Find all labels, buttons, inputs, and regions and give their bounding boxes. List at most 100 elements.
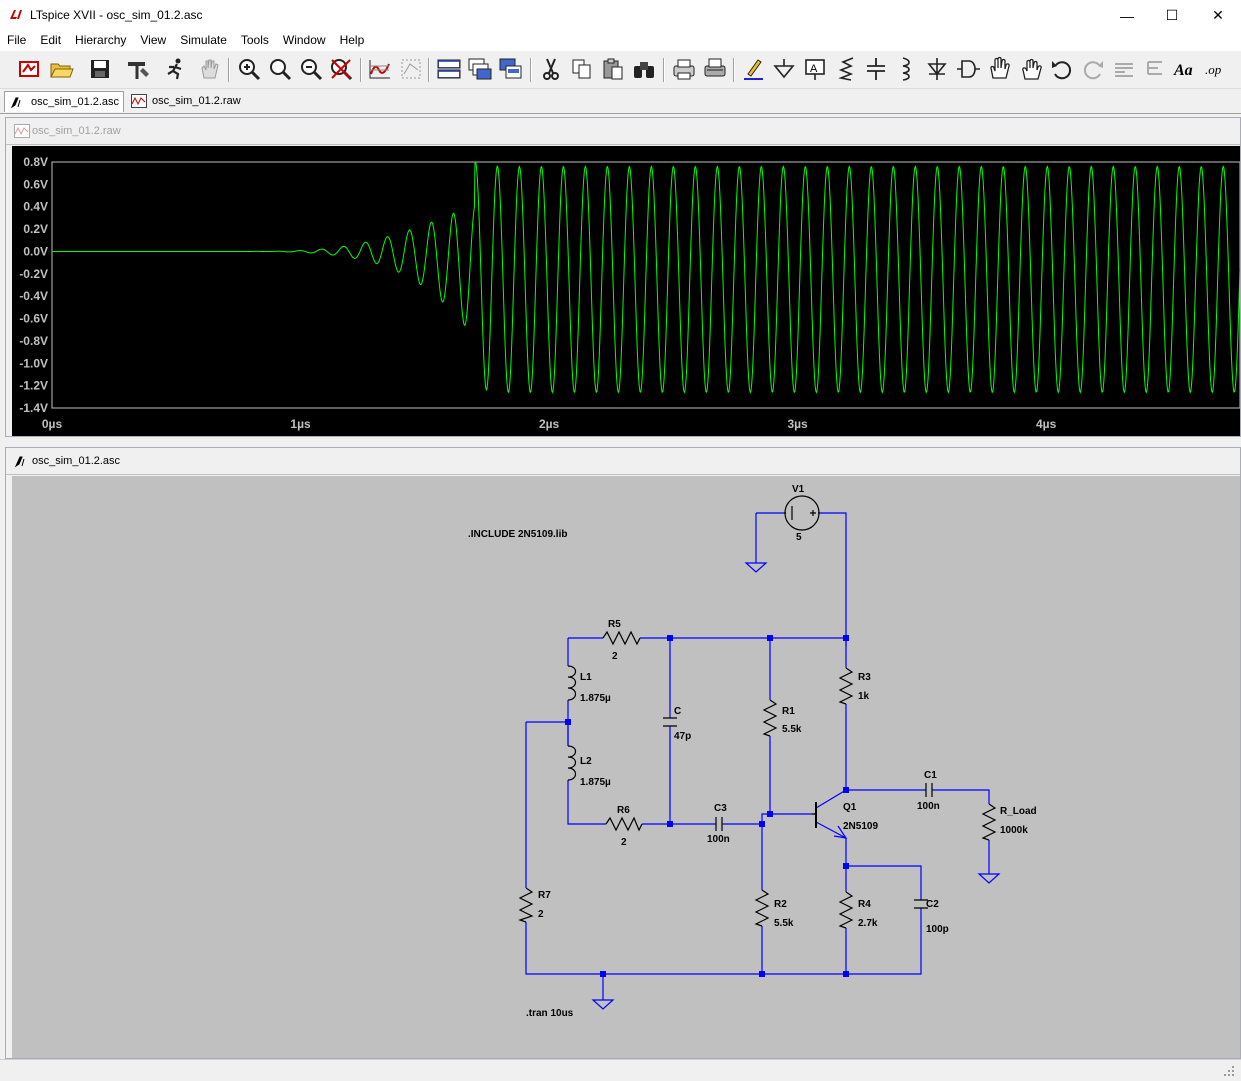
control-panel-icon[interactable]: [125, 56, 151, 82]
y-tick-label: -1.2V: [19, 379, 48, 393]
y-tick-label: -1.4V: [19, 401, 48, 415]
maximize-button[interactable]: ☐: [1165, 7, 1179, 23]
redo-icon[interactable]: [1080, 56, 1106, 82]
print-icon[interactable]: [671, 56, 697, 82]
svg-text:.op: .op: [1205, 62, 1222, 77]
y-tick-label: 0.8V: [23, 155, 48, 169]
paste-icon[interactable]: [600, 56, 626, 82]
r4-value: 2.7k: [858, 918, 878, 929]
menu-help[interactable]: Help: [339, 33, 365, 47]
l2-value: 1.875µ: [580, 777, 611, 788]
c3-label: C3: [714, 803, 727, 814]
find-icon[interactable]: [631, 56, 657, 82]
waveform-grid-icon[interactable]: [398, 56, 424, 82]
menu-file[interactable]: File: [7, 33, 27, 47]
ground-icon[interactable]: [771, 56, 797, 82]
minimize-button[interactable]: —: [1120, 7, 1134, 24]
c1-label: C1: [924, 770, 937, 781]
copy-icon[interactable]: [569, 56, 595, 82]
draw-wire-icon[interactable]: [741, 56, 767, 82]
zoom-pan-icon[interactable]: [267, 56, 293, 82]
spice-directive-include[interactable]: .INCLUDE 2N5109.lib: [468, 529, 567, 540]
new-schematic-icon[interactable]: [16, 56, 42, 82]
close-button[interactable]: ✕: [1212, 7, 1224, 23]
r4-label: R4: [858, 899, 871, 910]
q1-label: Q1: [843, 802, 857, 813]
tile-horizontal-icon[interactable]: [436, 56, 462, 82]
spice-directive-tran[interactable]: .tran 10us: [526, 1008, 574, 1019]
cascade-icon[interactable]: [467, 56, 493, 82]
r6-value: 2: [621, 837, 627, 848]
diode-icon[interactable]: [924, 56, 950, 82]
schematic-window: osc_sim_01.2.asc: [5, 447, 1241, 1059]
r2-label: R2: [774, 899, 787, 910]
cut-icon[interactable]: [538, 56, 564, 82]
waveform-icon: [14, 124, 30, 138]
spice-directive-icon[interactable]: .op: [1204, 56, 1230, 82]
text-icon[interactable]: Aa: [1173, 56, 1199, 82]
run-icon[interactable]: [163, 56, 189, 82]
menu-view[interactable]: View: [140, 33, 167, 47]
save-icon[interactable]: [87, 56, 113, 82]
c1-value: 100n: [917, 801, 940, 812]
label-net-icon[interactable]: A: [802, 56, 828, 82]
x-tick-label: 4µs: [1036, 417, 1057, 431]
c-label: C: [674, 706, 681, 717]
mirror-icon[interactable]: [1142, 56, 1168, 82]
y-tick-label: 0.0V: [23, 244, 48, 258]
waveform-icon: [131, 94, 147, 108]
schematic-canvas[interactable]: .INCLUDE 2N5109.lib .tran 10us V1 5 R5 2…: [12, 476, 1240, 1058]
c-value: 47p: [674, 731, 691, 742]
r5-label: R5: [608, 619, 621, 630]
rload-label: R_Load: [1000, 806, 1037, 817]
x-tick-label: 1µs: [290, 417, 311, 431]
y-tick-label: -1.0V: [19, 356, 48, 370]
x-tick-label: 2µs: [539, 417, 560, 431]
menu-window[interactable]: Window: [282, 33, 326, 47]
menu-simulate[interactable]: Simulate: [180, 33, 227, 47]
zoom-in-icon[interactable]: [236, 56, 262, 82]
rotate-icon[interactable]: [1111, 56, 1137, 82]
tile-vertical-icon[interactable]: [498, 56, 524, 82]
l1-label: L1: [580, 672, 592, 683]
c2-value: 100p: [926, 924, 949, 935]
status-bar: [0, 1059, 1241, 1081]
r3-label: R3: [858, 672, 871, 683]
menu-hierarchy[interactable]: Hierarchy: [75, 33, 127, 47]
svg-text:Aa: Aa: [1173, 62, 1193, 79]
capacitor-icon[interactable]: [863, 56, 889, 82]
y-tick-label: 0.2V: [23, 222, 48, 236]
y-tick-label: -0.8V: [19, 334, 48, 348]
y-tick-label: 0.6V: [23, 177, 48, 191]
undo-icon[interactable]: [1049, 56, 1075, 82]
zoom-cancel-icon[interactable]: [328, 56, 354, 82]
schematic-svg: .INCLUDE 2N5109.lib .tran 10us V1 5 R5 2…: [468, 484, 1037, 1019]
tab-schematic[interactable]: osc_sim_01.2.asc: [4, 91, 124, 112]
inductor-icon[interactable]: [893, 56, 919, 82]
resistor-icon[interactable]: [833, 56, 859, 82]
component-icon[interactable]: [955, 56, 981, 82]
svg-text:A: A: [810, 63, 818, 75]
schematic-window-header: osc_sim_01.2.asc: [6, 448, 1240, 475]
open-icon[interactable]: [48, 56, 74, 82]
y-tick-label: 0.4V: [23, 200, 48, 214]
resize-grip-icon[interactable]: [1223, 1065, 1235, 1077]
x-tick-label: 0µs: [42, 417, 63, 431]
ltspice-app-icon: [10, 10, 22, 19]
rload-value: 1000k: [1000, 825, 1028, 836]
tab-waveform[interactable]: osc_sim_01.2.raw: [126, 91, 241, 112]
y-tick-label: -0.4V: [19, 289, 48, 303]
title-bar: LTspice XVII - osc_sim_01.2.asc — ☐ ✕: [0, 0, 1241, 31]
print-setup-icon[interactable]: [702, 56, 728, 82]
menu-tools[interactable]: Tools: [240, 33, 269, 47]
waveform-plot-svg: 0.8V0.6V0.4V0.2V0.0V-0.2V-0.4V-0.6V-0.8V…: [19, 155, 1241, 431]
x-tick-label: 3µs: [787, 417, 808, 431]
menu-edit[interactable]: Edit: [40, 33, 62, 47]
drag-icon[interactable]: [1018, 56, 1044, 82]
r3-value: 1k: [858, 691, 870, 702]
autorange-icon[interactable]: [367, 56, 393, 82]
halt-icon[interactable]: [196, 56, 222, 82]
move-icon[interactable]: [987, 56, 1013, 82]
zoom-out-icon[interactable]: [298, 56, 324, 82]
